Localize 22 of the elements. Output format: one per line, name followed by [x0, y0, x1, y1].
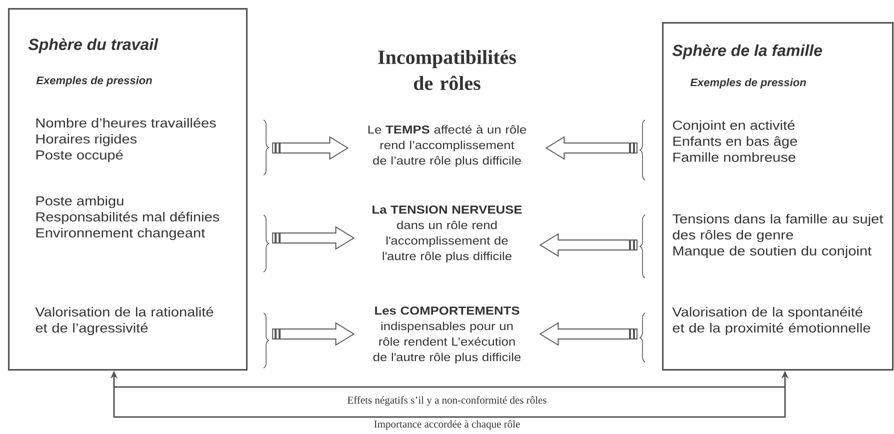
- block-arrow: [539, 233, 638, 257]
- feedback-label: Importance accordée à chaque rôle: [374, 420, 520, 430]
- box-subheading: Exemples de pression: [36, 76, 152, 86]
- block-arrow: [272, 322, 355, 346]
- block-arrow: [539, 322, 638, 346]
- pressure-list: Tensions dans la famille au sujet des rôles de genre Manque de soutien du conjoint: [672, 214, 884, 258]
- block-arrow: [272, 136, 349, 160]
- box-heading: Sphère de la famille: [672, 44, 822, 60]
- feedback-label: Effets négatifs s’il y a non-conformité des rôles: [348, 396, 546, 406]
- incompatibility-text: Le TEMPS affecté à un rôle rend l’accomplissement de l’autre rôle plus difficile: [368, 125, 526, 167]
- incompatibility-text: Les COMPORTEMENTS indispensables pour un rôle rendent L’exécution de l'autre rôle plus difficile: [373, 306, 521, 364]
- box-subheading: Exemples de pression: [690, 78, 806, 88]
- pressure-list: Conjoint en activité Enfants en bas âge Famille nombreuse: [672, 120, 797, 162]
- block-arrow: [272, 226, 355, 250]
- block-arrow: [545, 136, 638, 160]
- pressure-list: Valorisation de la rationalité et de l’agressivité: [35, 306, 214, 336]
- box-heading: Sphère du travail: [28, 38, 158, 54]
- incompatibility-text: La TENSION NERVEUSE dans un rôle rend l'accomplissement de l'autre rôle plus difficile: [372, 206, 522, 262]
- pressure-list: Valorisation de la spontanéité et de la proximité émotionnelle: [672, 306, 870, 336]
- pressure-list: Poste ambigu Responsabilités mal définies Environnement changeant: [36, 196, 220, 240]
- diagram-title: Incompatibilités de rôles: [378, 50, 516, 90]
- pressure-list: Nombre d’heures travaillées Horaires rigides Poste occupé: [36, 118, 216, 162]
